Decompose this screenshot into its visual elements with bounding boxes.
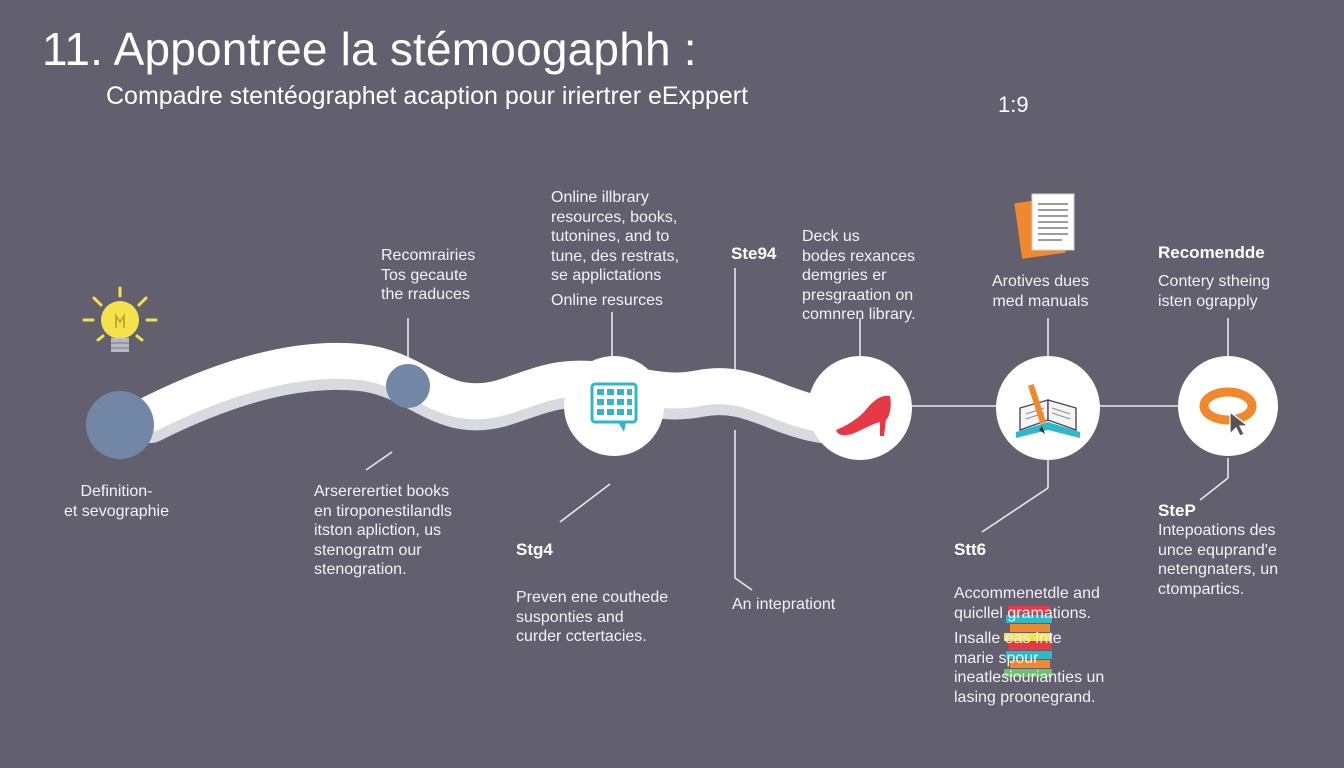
connector-lines: [365, 268, 1229, 591]
open-book-pencil-icon: [1016, 384, 1080, 438]
step-label-b: Ste94: [731, 244, 777, 263]
step-label-d: SteP: [1158, 501, 1196, 520]
accommodation-label: Accommenetdle and quicllel gramations. I…: [954, 585, 1105, 706]
connector-line: [1199, 477, 1229, 501]
step-label-c: Stt6: [954, 540, 987, 559]
page-title: 11. Appontree la stémoogaphh :: [42, 23, 697, 75]
integration-label: An inteprationt: [732, 596, 836, 613]
start-node: [86, 391, 154, 459]
recommend-bottom-label: Arsererertiet books en tiroponestilandls…: [314, 483, 452, 578]
node-3: [808, 356, 912, 460]
deck-label: Deck us bodes rexances demgries er presg…: [802, 228, 916, 323]
archives-label: Arotives dues med manuals: [992, 273, 1089, 310]
high-heel-icon: [836, 395, 891, 436]
chat-grid-icon: [590, 382, 638, 432]
ratio-label: 1:9: [998, 92, 1029, 117]
definition-label: Definition- et sevographie: [64, 483, 169, 520]
notebook-icon: [1014, 193, 1075, 259]
connector-line: [981, 487, 1049, 533]
node-5: [1178, 356, 1278, 456]
connector-line: [559, 483, 611, 523]
contery-label: Contery stheing isten ograpply: [1158, 273, 1271, 310]
road-path: [132, 342, 878, 434]
lightbulb-icon: [82, 286, 158, 352]
page-subtitle: Compadre stentéographet acaption pour ir…: [106, 82, 749, 110]
online-library-label: Online illbrary resources, books, tutoni…: [551, 189, 680, 284]
dot-icon: [386, 364, 430, 408]
recommend-heading: Recomendde: [1158, 243, 1265, 262]
connector-line: [365, 451, 393, 471]
integration-details-label: Intepoations des unce equprand'e netengn…: [1158, 522, 1279, 598]
online-resources-label: Online resurces: [551, 292, 664, 309]
ring-cursor-icon: [1199, 387, 1257, 437]
node-2: [564, 356, 664, 456]
step-label-a: Stg4: [516, 540, 553, 559]
recommend-top-label: Recomrairies Tos gecaute the rraduces: [381, 247, 476, 303]
connector-line: [734, 430, 753, 591]
book-stack-icon: [1004, 606, 1052, 677]
preven-label: Preven ene couthede susponties and curde…: [516, 589, 669, 645]
